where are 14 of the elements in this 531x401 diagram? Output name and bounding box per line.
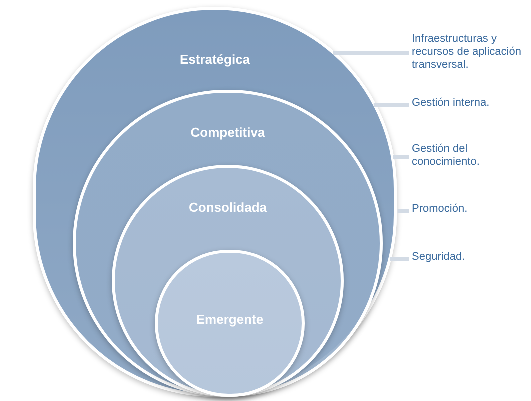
circle-label: Emergente — [195, 311, 265, 329]
leader-line — [374, 103, 409, 107]
side-label: Seguridad. — [412, 251, 528, 264]
leader-line — [398, 209, 409, 213]
side-label: Gestión interna. — [412, 97, 528, 110]
circle-label: Competitiva — [190, 124, 266, 142]
leader-line — [390, 257, 409, 261]
leader-line — [393, 155, 409, 159]
circle-label: Estratégica — [178, 51, 252, 69]
side-label: Gestión del conocimiento. — [412, 143, 528, 169]
side-label: Promoción. — [412, 203, 528, 216]
leader-line — [333, 51, 409, 55]
circle-label: Consolidada — [188, 199, 268, 217]
side-label: Infraestructuras y recursos de aplicación transversal. — [412, 33, 528, 72]
